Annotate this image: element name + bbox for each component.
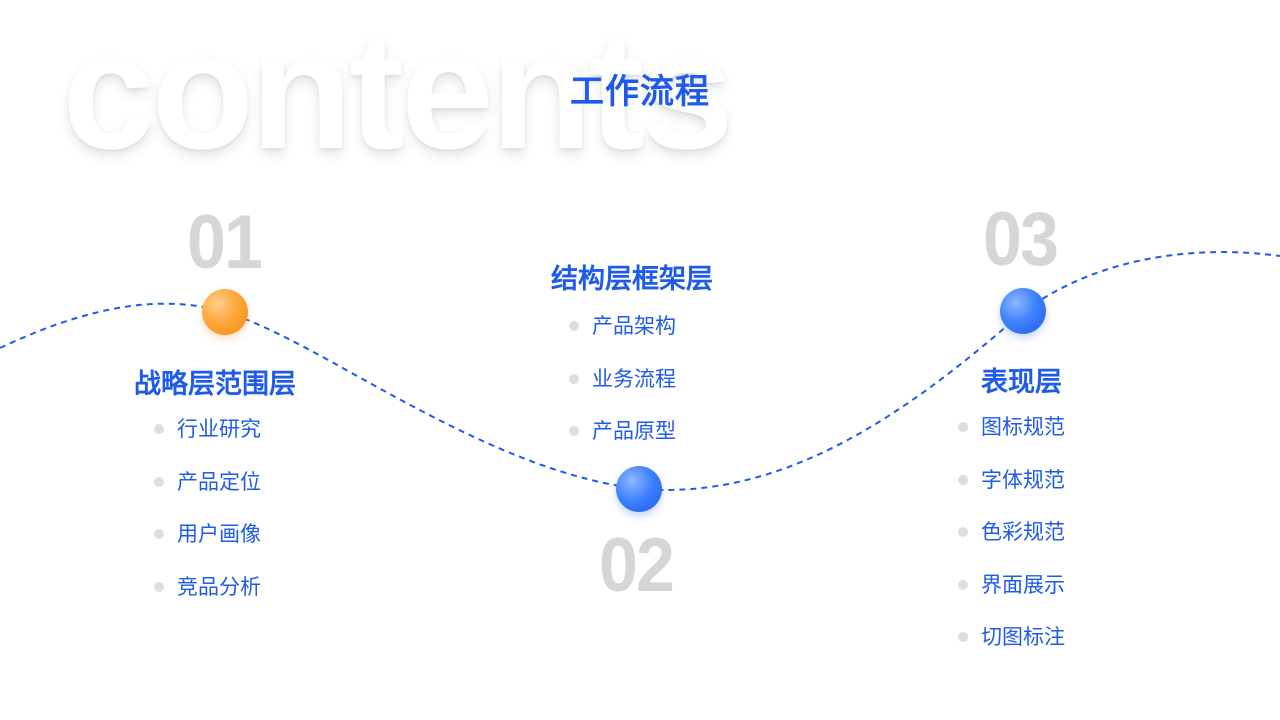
list-item: 界面展示 <box>958 570 1065 623</box>
stage-number-01: 01 <box>187 200 263 285</box>
stage-items-03: 图标规范 字体规范 色彩规范 界面展示 切图标注 <box>958 412 1065 675</box>
list-item: 业务流程 <box>569 364 676 417</box>
page-title: 工作流程 <box>570 72 710 112</box>
stage-title-01: 战略层范围层 <box>134 369 296 400</box>
background-watermark-word: contents <box>62 0 734 184</box>
stage-node-02 <box>616 466 662 512</box>
stage-node-03 <box>1000 288 1046 334</box>
list-item: 产品架构 <box>569 311 676 364</box>
stage-items-01: 行业研究 产品定位 用户画像 竞品分析 <box>154 414 261 624</box>
list-item: 切图标注 <box>958 622 1065 675</box>
list-item: 产品原型 <box>569 416 676 469</box>
list-item: 竞品分析 <box>154 572 261 625</box>
list-item: 图标规范 <box>958 412 1065 465</box>
list-item: 字体规范 <box>958 465 1065 518</box>
list-item: 产品定位 <box>154 467 261 520</box>
list-item: 行业研究 <box>154 414 261 467</box>
stage-node-01 <box>202 289 248 335</box>
list-item: 用户画像 <box>154 519 261 572</box>
stage-number-02: 02 <box>599 523 675 608</box>
stage-title-02: 结构层框架层 <box>551 264 713 295</box>
stage-title-03: 表现层 <box>981 367 1062 398</box>
stage-items-02: 产品架构 业务流程 产品原型 <box>569 311 676 469</box>
list-item: 色彩规范 <box>958 517 1065 570</box>
stage-number-03: 03 <box>983 197 1059 282</box>
